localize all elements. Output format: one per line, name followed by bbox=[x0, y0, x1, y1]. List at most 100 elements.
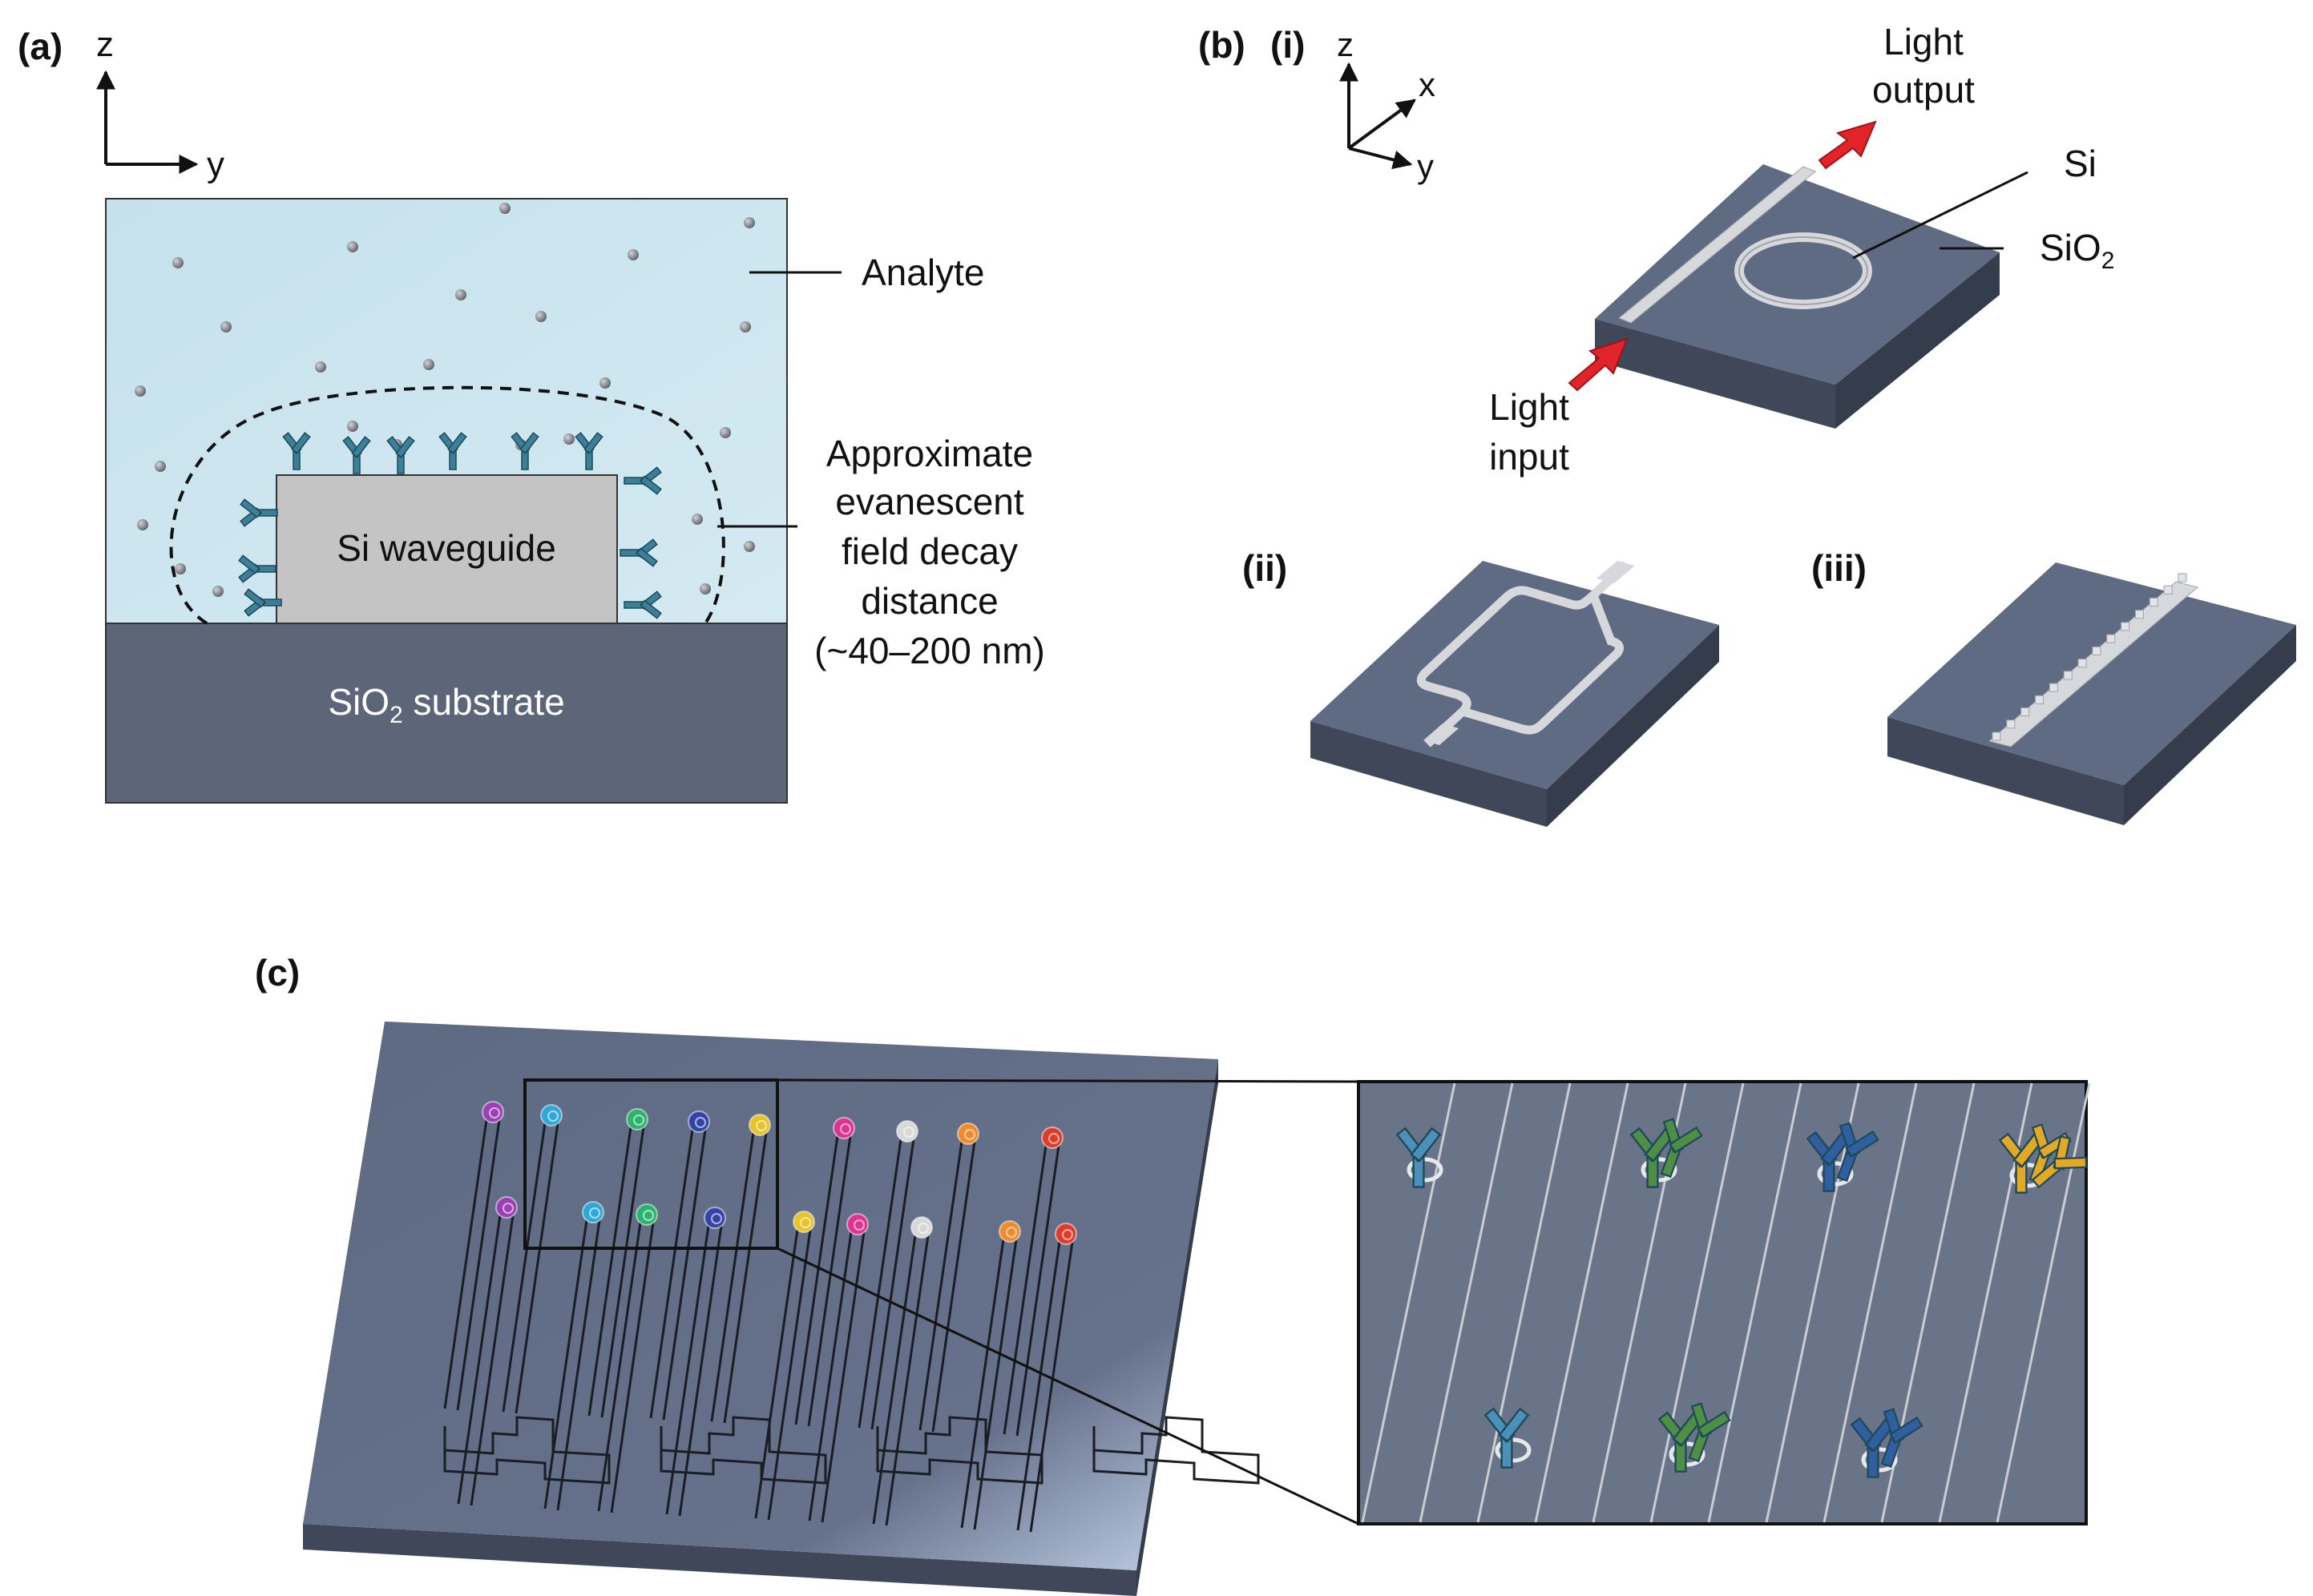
panel-c-label: (c) bbox=[255, 952, 300, 993]
si-leader-line bbox=[1852, 171, 2028, 260]
panel-b-label: (b) bbox=[1198, 24, 1245, 66]
waveguide-line bbox=[723, 1132, 768, 1424]
grating-tooth bbox=[2092, 646, 2101, 655]
antibody-icon bbox=[1836, 1122, 1879, 1183]
inset-waveguide bbox=[1707, 1082, 1802, 1523]
analyte-particle bbox=[455, 289, 466, 300]
routing-waveguide bbox=[443, 1416, 611, 1485]
functionalized-ring bbox=[1041, 1126, 1064, 1149]
waveguide-line bbox=[794, 1135, 839, 1425]
analyte-particle bbox=[175, 563, 186, 574]
waveguide-line bbox=[821, 1231, 866, 1523]
routing-waveguide bbox=[876, 1416, 1043, 1485]
waveguide-line bbox=[600, 1126, 645, 1418]
substrate-label: SiO2 substrate bbox=[328, 681, 564, 728]
light-input-arrow bbox=[1568, 337, 1629, 392]
grating-tooth bbox=[2077, 659, 2087, 668]
antibody-icon bbox=[511, 432, 539, 470]
panel-a-label: (a) bbox=[18, 26, 63, 67]
analyte-particle bbox=[315, 361, 326, 373]
waveguide-line bbox=[754, 1229, 799, 1519]
mzi-waveguide-lower bbox=[1461, 594, 1625, 735]
antibody-icon bbox=[282, 432, 311, 470]
antibody-icon bbox=[342, 436, 371, 474]
antibody-icon bbox=[1688, 1402, 1731, 1463]
antibody-icon bbox=[1998, 1132, 2045, 1194]
waveguide-line bbox=[960, 1239, 1005, 1529]
inset-ring bbox=[1669, 1441, 1705, 1467]
axis-z-label: z bbox=[96, 25, 114, 64]
waveguide-line bbox=[678, 1225, 723, 1517]
antibody-icon bbox=[238, 554, 277, 583]
analyte-particle bbox=[744, 541, 755, 552]
grating-tooth bbox=[2063, 671, 2073, 680]
functionalized-ring bbox=[999, 1220, 1021, 1243]
sensor-array-chip bbox=[303, 1022, 1260, 1596]
functionalized-rings bbox=[482, 1101, 1077, 1245]
analyte-particle bbox=[535, 311, 547, 322]
analyte-particle bbox=[172, 257, 184, 268]
analyte-particle bbox=[347, 421, 358, 432]
antibody-icon bbox=[624, 590, 662, 619]
antibody-icon bbox=[1395, 1126, 1442, 1188]
functionalized-ring bbox=[688, 1110, 710, 1133]
waveguide-line bbox=[456, 1119, 501, 1411]
analyte-particle bbox=[628, 249, 639, 260]
light-input-label-1: Light bbox=[1489, 386, 1569, 428]
antibody-icon bbox=[1806, 1130, 1852, 1192]
inset-waveguide bbox=[1419, 1082, 1514, 1523]
waveguide-line bbox=[662, 1129, 707, 1421]
analyte-particle bbox=[423, 359, 434, 370]
functionalized-ring bbox=[910, 1216, 933, 1239]
antibody-icon bbox=[2031, 1135, 2088, 1189]
zoom-selection-box bbox=[523, 1078, 779, 1250]
analyte-particle bbox=[137, 519, 148, 530]
analyte-particle bbox=[744, 217, 755, 228]
analyte-particle bbox=[220, 321, 232, 332]
waveguide-line bbox=[610, 1222, 655, 1513]
waveguide-line bbox=[918, 1141, 963, 1431]
inset-rings-antibodies bbox=[1361, 1082, 2091, 1523]
inset-ring bbox=[1861, 1447, 1898, 1473]
waveguide-line bbox=[556, 1219, 601, 1511]
antibody-icon bbox=[386, 436, 415, 474]
analyte-particle bbox=[155, 461, 166, 472]
bus-waveguide bbox=[1618, 166, 1816, 324]
antibody-icon bbox=[244, 588, 282, 617]
antibody-icon bbox=[620, 538, 658, 567]
functionalized-ring bbox=[582, 1201, 604, 1223]
grating-tooth bbox=[2020, 707, 2030, 717]
grating-tooth bbox=[2035, 695, 2045, 704]
grating-tooth bbox=[1992, 732, 2001, 741]
chip-waveguides bbox=[443, 1119, 1260, 1533]
b-axis-z: z bbox=[1337, 26, 1354, 63]
panel-a: (a) z y Si waveguide SiO2 substrate Anal… bbox=[18, 25, 1045, 804]
grating-tooth bbox=[2134, 610, 2144, 619]
svg-text:evanescent: evanescent bbox=[835, 481, 1023, 522]
waveguide-line bbox=[649, 1129, 694, 1419]
inset-waveguide bbox=[1823, 1082, 1918, 1523]
waveguide-line bbox=[872, 1235, 917, 1525]
waveguide-line bbox=[665, 1225, 710, 1515]
functionalized-ring bbox=[636, 1203, 658, 1226]
waveguide-line bbox=[858, 1139, 902, 1429]
sio2-substrate bbox=[105, 623, 788, 804]
inset-waveguide bbox=[1361, 1082, 1456, 1523]
routing-waveguide bbox=[660, 1416, 827, 1485]
analyte-particle bbox=[740, 321, 751, 332]
ring-resonator-chip bbox=[1595, 164, 2000, 429]
inset-ring bbox=[1495, 1437, 1532, 1463]
surface-antibodies bbox=[238, 432, 662, 619]
grating-teeth bbox=[1992, 573, 2187, 741]
antibody-icon bbox=[1483, 1407, 1530, 1469]
waveguide-line bbox=[767, 1229, 812, 1521]
light-input-label-2: input bbox=[1489, 436, 1569, 478]
analyte-particle bbox=[212, 586, 224, 597]
antibody-icon bbox=[1880, 1408, 1923, 1469]
inset-waveguide bbox=[1476, 1082, 1572, 1523]
antibody-icon bbox=[1629, 1126, 1676, 1188]
b-axis-x: x bbox=[1419, 66, 1435, 103]
inset-waveguide bbox=[1649, 1082, 1745, 1523]
waveguide-line bbox=[470, 1215, 515, 1506]
